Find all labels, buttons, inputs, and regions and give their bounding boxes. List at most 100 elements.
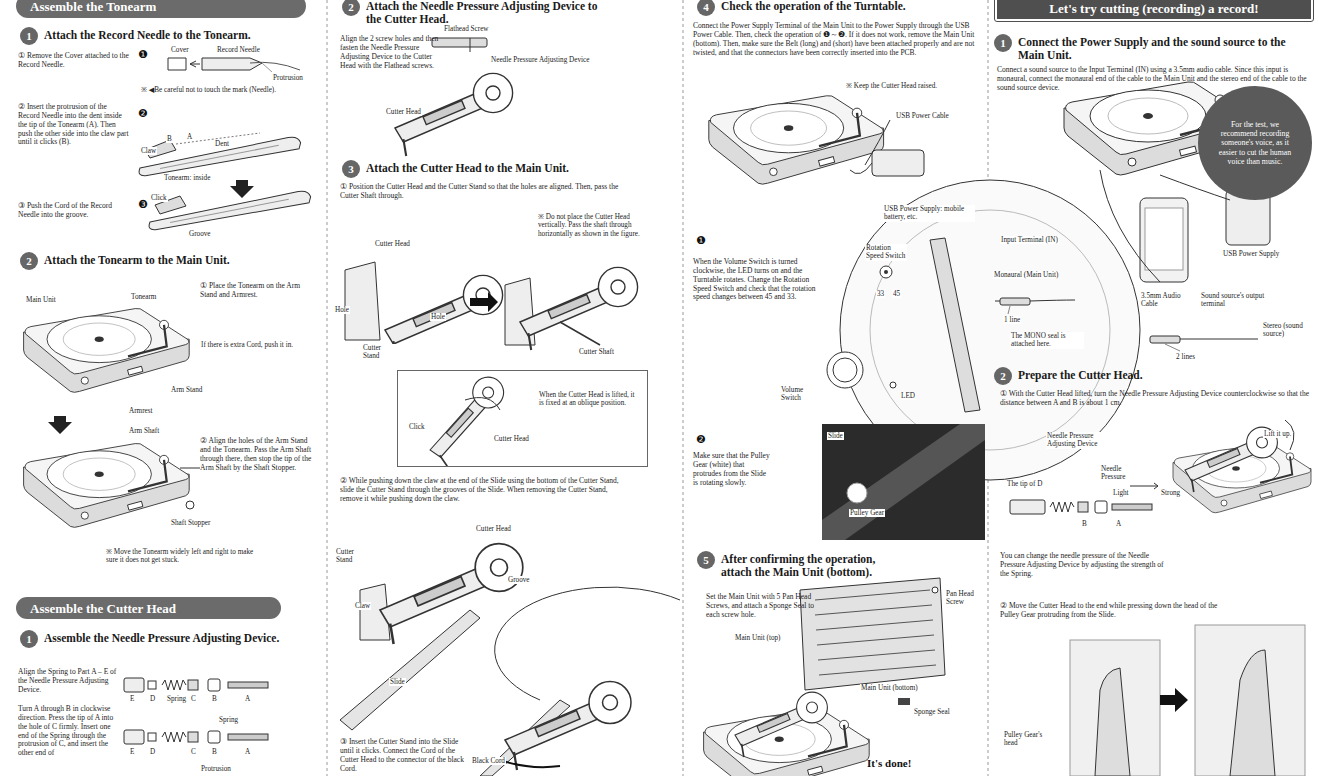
step-heading: 3 Attach the Cutter Head to the Main Unit… <box>342 160 642 178</box>
instruction-text: ② While pushing down the claw at the end… <box>340 477 630 504</box>
part-label: B <box>211 695 218 703</box>
step-number: 2 <box>994 367 1012 385</box>
part-label: ※ Move the Tonearm widely left and right… <box>105 548 257 565</box>
part-label: LED <box>900 392 916 400</box>
part-label: B <box>1081 520 1088 528</box>
part-label: Shaft Stopper <box>170 519 211 527</box>
part-label: E <box>129 748 135 756</box>
part-label: Needle Pressure <box>1100 465 1142 482</box>
part-label: Cutter Head <box>385 108 422 116</box>
instruction-text: Align the Spring to Part A – E of the Ne… <box>18 668 118 695</box>
step-heading: 4Check the operation of the Turntable. <box>697 0 977 16</box>
step-number: 4 <box>697 0 715 16</box>
section-band: Assemble the Cutter Head <box>16 597 281 619</box>
inset-text: Click <box>408 423 426 431</box>
part-label: Slide <box>827 432 844 440</box>
part-label: Pulley Gear's head <box>1003 731 1045 748</box>
part-label: Black Cord <box>471 757 506 765</box>
part-label: Hole <box>430 313 446 321</box>
instruction-text: Align the 2 screw holes and then fasten … <box>340 35 440 70</box>
part-label: Sponge Seal <box>913 708 951 716</box>
part-label: Input Terminal (IN) <box>1000 236 1059 244</box>
part-label: E <box>129 695 135 703</box>
step-title: Attach the Cutter Head to the Main Unit. <box>366 160 642 175</box>
part-label: Cutter Head <box>374 240 411 248</box>
part-label: Lift it up. <box>1263 430 1292 438</box>
instruction-text: Turn A through B in clockwise direction.… <box>18 705 118 758</box>
part-label: Hole <box>334 306 350 314</box>
part-label: Groove <box>507 576 531 584</box>
part-label: Claw <box>140 147 157 155</box>
part-label: Sound source's output terminal <box>1200 292 1277 309</box>
instruction-text: ① Place the Tonearm on the Arm Stand and… <box>200 282 315 300</box>
step-number: 2 <box>20 252 38 270</box>
inset-box: When the Cutter Head is lifted, it is fi… <box>397 370 648 467</box>
part-label: 3.5mm Audio Cable <box>1140 292 1182 309</box>
part-label: A <box>186 133 193 141</box>
inset-text: When the Cutter Head is lifted, it is fi… <box>538 391 640 408</box>
step-heading: 1Connect the Power Supply and the sound … <box>994 34 1304 62</box>
part-label: Main Unit (bottom) <box>860 684 919 692</box>
section-band: Assemble the Tonearm <box>16 0 306 18</box>
instruction-text: You can change the needle pressure of th… <box>1000 552 1165 579</box>
note-circle: For the test, we recommend recording som… <box>1198 86 1312 200</box>
part-label: C <box>190 695 197 703</box>
part-label: Pulley Gear <box>849 509 885 517</box>
instruction-text: Connect a sound source to the Input Term… <box>997 66 1312 93</box>
part-label: A <box>244 748 251 756</box>
step-title: Attach the Tonearm to the Main Unit. <box>44 252 300 267</box>
section-band: Let's try cutting (recording) a record! <box>995 0 1313 21</box>
part-label: Needle Pressure Adjusting Device <box>1046 432 1110 449</box>
part-label: C <box>190 748 197 756</box>
step-number: 5 <box>697 551 715 569</box>
inset-text: Cutter Head <box>493 435 530 443</box>
part-label: D <box>149 695 156 703</box>
part-label: Dent <box>214 140 230 148</box>
part-label: Cutter Shaft <box>578 348 615 356</box>
instruction-text: ① Position the Cutter Head and the Cutte… <box>340 183 620 201</box>
step-number: 1 <box>20 630 38 648</box>
step-number: 3 <box>342 160 360 178</box>
part-label: Record Needle <box>216 46 261 54</box>
band-title: Assemble the Cutter Head <box>30 601 176 617</box>
step-heading: 2Prepare the Cutter Head. <box>994 367 1294 385</box>
part-label: A <box>1115 520 1122 528</box>
part-label: ※ ◀Be careful not to touch the mark (Nee… <box>140 86 277 94</box>
step-title: Attach the Record Needle to the Tonearm. <box>44 27 300 42</box>
callout-number: ❸ <box>138 199 148 212</box>
part-label: Spring <box>218 716 239 724</box>
part-label: 33 <box>876 290 885 298</box>
part-label: Light <box>1112 489 1130 497</box>
note-text: For the test, we recommend recording som… <box>1214 120 1296 167</box>
part-label: Tonearm: inside <box>163 174 211 182</box>
part-label: Slide <box>389 678 406 686</box>
band-title: Let's try cutting (recording) a record! <box>1049 1 1258 17</box>
step-number: 2 <box>342 0 360 16</box>
part-label: Tonearm <box>130 293 157 301</box>
step-title: Attach the Needle Pressure Adjusting Dev… <box>366 0 607 26</box>
step-heading: 5After confirming the operation, attach … <box>697 551 902 579</box>
part-label: D <box>149 748 156 756</box>
instruction-text: When the Volume Switch is turned clockwi… <box>693 258 823 302</box>
step-title: Assemble the Needle Pressure Adjusting D… <box>44 630 320 645</box>
part-label: Click <box>150 194 168 202</box>
instruction-text: ③ Insert the Cutter Stand into the Slide… <box>340 738 470 773</box>
instruction-text: ③ Push the Cord of the Record Needle int… <box>18 202 130 220</box>
part-label: Protrusion <box>272 74 304 82</box>
part-label: Claw <box>354 602 371 610</box>
part-label: Main Unit (top) <box>734 634 782 642</box>
callout-number: ❷ <box>138 108 148 121</box>
instruction-text: ① With the Cutter Head lifted, turn the … <box>1000 390 1315 408</box>
part-label: Arm Stand <box>170 386 203 394</box>
part-label: Spring <box>166 695 187 703</box>
part-label: Cutter Head <box>475 525 512 533</box>
part-label: Needle Pressure Adjusting Device <box>490 56 590 64</box>
part-label: ※ Keep the Cutter Head raised. <box>845 82 938 90</box>
part-label: 45 <box>892 290 901 298</box>
instruction-text: Connect the Power Supply Terminal of the… <box>693 22 980 57</box>
instruction-text: ② Move the Cutter Head to the end while … <box>1000 602 1220 620</box>
part-label: The MONO seal is attached here. <box>1010 332 1084 349</box>
step-heading: 2 Attach the Tonearm to the Main Unit. <box>20 252 300 270</box>
part-label: Arm Shaft <box>128 427 160 435</box>
